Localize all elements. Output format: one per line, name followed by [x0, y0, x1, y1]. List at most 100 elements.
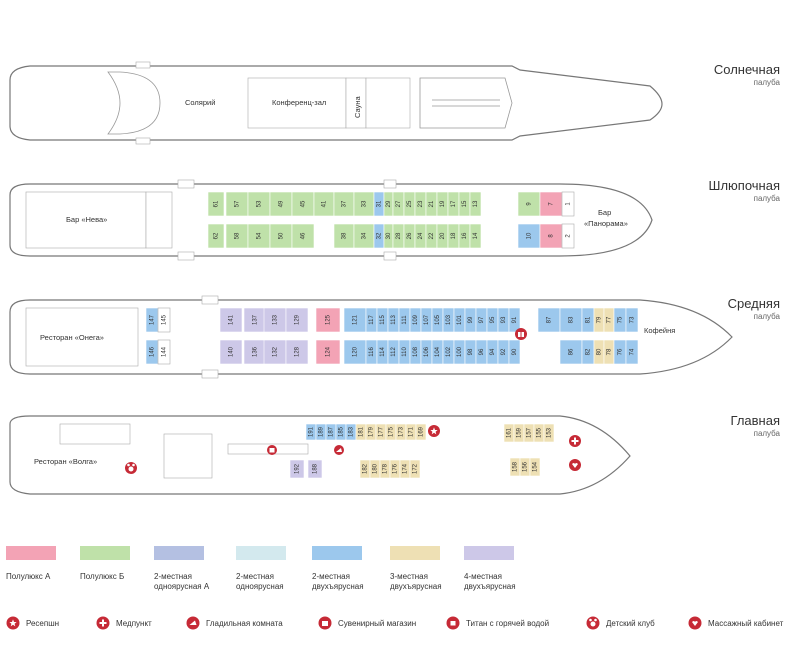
- cabin[interactable]: 117: [365, 307, 378, 333]
- cabin[interactable]: 113: [387, 307, 400, 333]
- cabin[interactable]: 124: [315, 339, 341, 365]
- cabin[interactable]: 50: [269, 223, 293, 249]
- cabin[interactable]: 112: [387, 339, 400, 365]
- cabin[interactable]: 177: [375, 423, 387, 441]
- cabin[interactable]: 178: [379, 459, 391, 479]
- cabin[interactable]: 144: [157, 339, 171, 365]
- cabin[interactable]: 157: [523, 423, 535, 443]
- cabin[interactable]: 75: [613, 307, 627, 333]
- cabin[interactable]: 45: [291, 191, 315, 217]
- cabin[interactable]: 27: [392, 191, 405, 217]
- cabin[interactable]: 14: [469, 223, 482, 249]
- cabin[interactable]: 96: [475, 339, 488, 365]
- cabin[interactable]: 94: [486, 339, 499, 365]
- cabin[interactable]: 82: [581, 339, 595, 365]
- cabin[interactable]: 9: [517, 191, 541, 217]
- cabin[interactable]: 8: [539, 223, 563, 249]
- cabin[interactable]: 53: [247, 191, 271, 217]
- cabin[interactable]: 154: [529, 457, 541, 477]
- cabin[interactable]: 21: [425, 191, 438, 217]
- cabin[interactable]: 1: [561, 191, 575, 217]
- cabin[interactable]: 99: [464, 307, 477, 333]
- cabin[interactable]: 111: [398, 307, 411, 333]
- cabin[interactable]: 155: [533, 423, 545, 443]
- cabin[interactable]: 20: [436, 223, 449, 249]
- cabin[interactable]: 106: [420, 339, 433, 365]
- cabin[interactable]: 140: [219, 339, 243, 365]
- cabin[interactable]: 146: [145, 339, 159, 365]
- cabin[interactable]: 76: [613, 339, 627, 365]
- cabin[interactable]: 93: [497, 307, 510, 333]
- cabin[interactable]: 22: [425, 223, 438, 249]
- cabin[interactable]: 15: [458, 191, 471, 217]
- cabin[interactable]: 77: [603, 307, 615, 333]
- cabin[interactable]: 79: [593, 307, 605, 333]
- cabin[interactable]: 145: [157, 307, 171, 333]
- cabin[interactable]: 24: [414, 223, 427, 249]
- cabin[interactable]: 159: [513, 423, 525, 443]
- cabin[interactable]: 18: [447, 223, 460, 249]
- cabin[interactable]: 133: [263, 307, 287, 333]
- cabin[interactable]: 91: [508, 307, 521, 333]
- cabin[interactable]: 62: [207, 223, 225, 249]
- cabin[interactable]: 128: [285, 339, 309, 365]
- cabin[interactable]: 74: [625, 339, 639, 365]
- cabin[interactable]: 46: [291, 223, 315, 249]
- cabin[interactable]: 171: [405, 423, 417, 441]
- cabin[interactable]: 61: [207, 191, 225, 217]
- cabin[interactable]: 110: [398, 339, 411, 365]
- cabin[interactable]: 23: [414, 191, 427, 217]
- cabin[interactable]: 153: [543, 423, 555, 443]
- cabin[interactable]: 95: [486, 307, 499, 333]
- cabin[interactable]: 78: [603, 339, 615, 365]
- cabin[interactable]: 98: [464, 339, 477, 365]
- cabin[interactable]: 121: [343, 307, 367, 333]
- cabin[interactable]: 191: [305, 423, 317, 441]
- cabin[interactable]: 175: [385, 423, 397, 441]
- cabin[interactable]: 37: [333, 191, 355, 217]
- cabin[interactable]: 173: [395, 423, 407, 441]
- cabin[interactable]: 57: [225, 191, 249, 217]
- cabin[interactable]: 188: [307, 459, 323, 479]
- cabin[interactable]: 26: [403, 223, 416, 249]
- cabin[interactable]: 10: [517, 223, 541, 249]
- cabin[interactable]: 108: [409, 339, 422, 365]
- cabin[interactable]: 107: [420, 307, 433, 333]
- cabin[interactable]: 31: [373, 191, 385, 217]
- cabin[interactable]: 189: [315, 423, 327, 441]
- cabin[interactable]: 181: [355, 423, 367, 441]
- cabin[interactable]: 109: [409, 307, 422, 333]
- cabin[interactable]: 58: [225, 223, 249, 249]
- cabin[interactable]: 129: [285, 307, 309, 333]
- cabin[interactable]: 172: [409, 459, 421, 479]
- cabin[interactable]: 41: [313, 191, 335, 217]
- cabin[interactable]: 102: [442, 339, 455, 365]
- cabin[interactable]: 180: [369, 459, 381, 479]
- cabin[interactable]: 80: [593, 339, 605, 365]
- cabin[interactable]: 103: [442, 307, 455, 333]
- cabin[interactable]: 192: [289, 459, 305, 479]
- cabin[interactable]: 97: [475, 307, 488, 333]
- cabin[interactable]: 83: [559, 307, 583, 333]
- cabin[interactable]: 104: [431, 339, 444, 365]
- cabin[interactable]: 73: [625, 307, 639, 333]
- cabin[interactable]: 185: [335, 423, 347, 441]
- cabin[interactable]: 147: [145, 307, 159, 333]
- cabin[interactable]: 115: [376, 307, 389, 333]
- cabin[interactable]: 81: [581, 307, 595, 333]
- cabin[interactable]: 182: [359, 459, 371, 479]
- cabin[interactable]: 38: [333, 223, 355, 249]
- cabin[interactable]: 100: [453, 339, 466, 365]
- cabin[interactable]: 132: [263, 339, 287, 365]
- cabin[interactable]: 161: [503, 423, 515, 443]
- cabin[interactable]: 92: [497, 339, 510, 365]
- cabin[interactable]: 101: [453, 307, 466, 333]
- cabin[interactable]: 158: [509, 457, 521, 477]
- cabin[interactable]: 120: [343, 339, 367, 365]
- cabin[interactable]: 28: [392, 223, 405, 249]
- cabin[interactable]: 179: [365, 423, 377, 441]
- cabin[interactable]: 187: [325, 423, 337, 441]
- cabin[interactable]: 174: [399, 459, 411, 479]
- cabin[interactable]: 136: [243, 339, 267, 365]
- cabin[interactable]: 25: [403, 191, 416, 217]
